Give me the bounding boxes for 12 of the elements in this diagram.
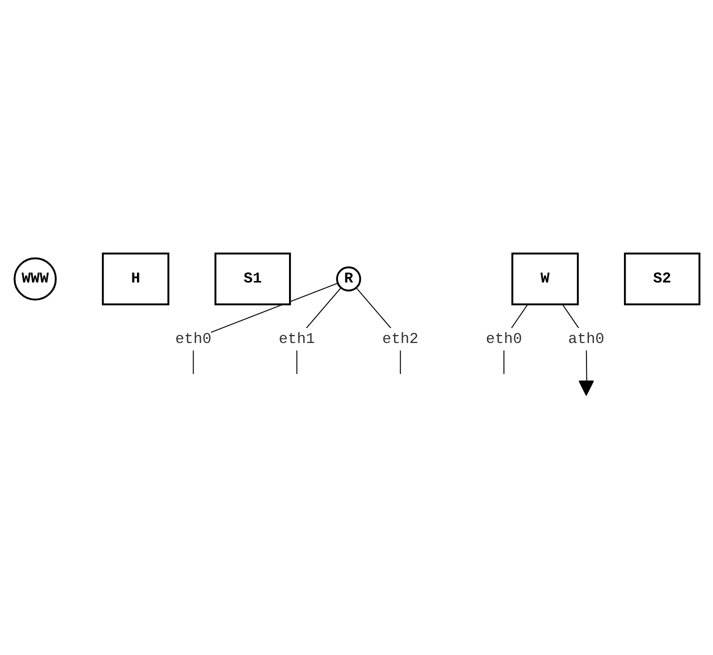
edge-label: eth0 bbox=[174, 330, 211, 348]
edge-label: ath0 bbox=[568, 330, 604, 348]
node-box: S1 bbox=[214, 252, 290, 305]
connector bbox=[192, 282, 338, 374]
edge-label: eth1 bbox=[278, 330, 314, 348]
node-box: S2 bbox=[623, 252, 700, 305]
edge-label: eth0 bbox=[485, 330, 522, 348]
node-circle: WWW bbox=[13, 257, 56, 300]
edge-label: eth2 bbox=[382, 330, 418, 348]
node-circle: R bbox=[336, 266, 361, 292]
node-box: H bbox=[101, 252, 169, 305]
node-box: W bbox=[510, 252, 578, 305]
